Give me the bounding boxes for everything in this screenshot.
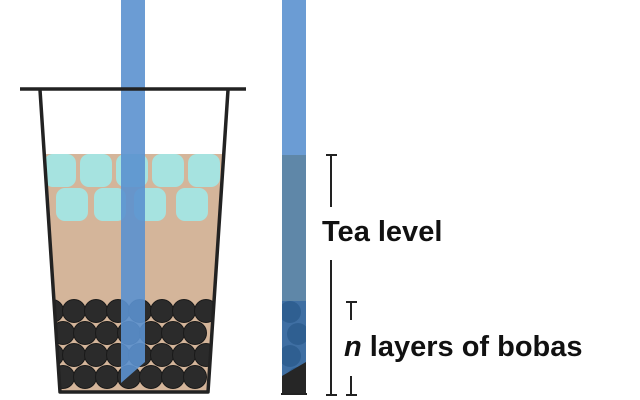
boba-pearl [73,321,97,345]
boba-pearl [172,299,196,323]
ice-cube [94,188,126,221]
ice-cube [176,188,208,221]
boba-pearl [183,365,207,389]
straw-tea-section [282,155,306,301]
straw-boba [282,301,301,323]
boba-pearl [84,343,108,367]
boba-pearl [150,299,174,323]
measuring-straw [281,0,307,395]
straw-in-cup [121,0,145,383]
boba-pearl [183,321,207,345]
boba-pearl [42,343,64,367]
cup [20,0,246,394]
boba-pearl [194,343,218,367]
straw-tip [282,362,306,394]
cup-wall [38,89,230,394]
ice-cube [188,154,220,187]
ice-cube [80,154,112,187]
boba-pearl [161,365,185,389]
boba-pearl [62,299,86,323]
boba-pearl [84,299,108,323]
boba-layers-variable: n [344,331,362,363]
boba-pearl [51,365,75,389]
boba-layers-label: n layers of bobas [344,329,583,365]
boba-pearl [62,343,86,367]
boba-pearl [150,343,174,367]
boba-pearl [95,365,119,389]
tea-level-label: Tea level [322,216,443,248]
boba-pearl [42,299,64,323]
ice-cube [152,154,184,187]
boba-pearl [95,321,119,345]
boba-pearl [139,365,163,389]
straw-upper [282,0,306,155]
boba-layers-text: layers of bobas [361,331,583,363]
boba-pearl [172,343,196,367]
straw-boba [282,345,301,367]
tea-level-bracket [326,154,337,396]
ice-cubes [44,154,220,221]
ice-cube [44,154,76,187]
boba-pearl [73,365,97,389]
straw-boba [287,323,306,345]
boba-layers-bracket [346,301,357,396]
ice-cube [56,188,88,221]
boba-pearl [161,321,185,345]
